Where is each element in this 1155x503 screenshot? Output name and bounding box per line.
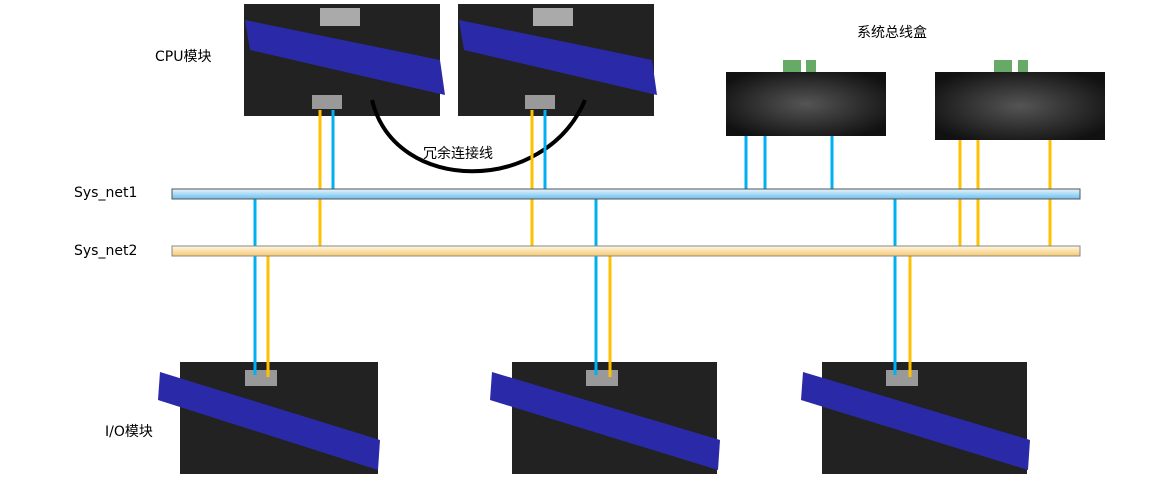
bus-box-label: 系统总线盒 [857,25,927,41]
sys-net2-label: Sys_net2 [74,243,138,259]
sys-net1-label: Sys_net1 [74,185,138,201]
bus-box-1 [726,60,886,136]
sys-net1-bus [171,188,1081,200]
redundant-link-label: 冗余连接线 [423,146,493,162]
sys-net2-bus [171,245,1081,257]
io-module-3 [801,362,1030,474]
cpu-module-label: CPU模块 [155,49,212,65]
io-module-label: I/O模块 [105,424,153,440]
bus-box-2 [935,60,1105,140]
net1-drops [253,110,897,375]
io-module-1 [158,362,380,474]
redundant-link-cable [370,99,587,174]
cpu-module-1 [244,4,445,116]
io-module-2 [490,362,720,474]
net2-drops [266,110,1052,377]
cpu-module-2 [458,4,657,116]
